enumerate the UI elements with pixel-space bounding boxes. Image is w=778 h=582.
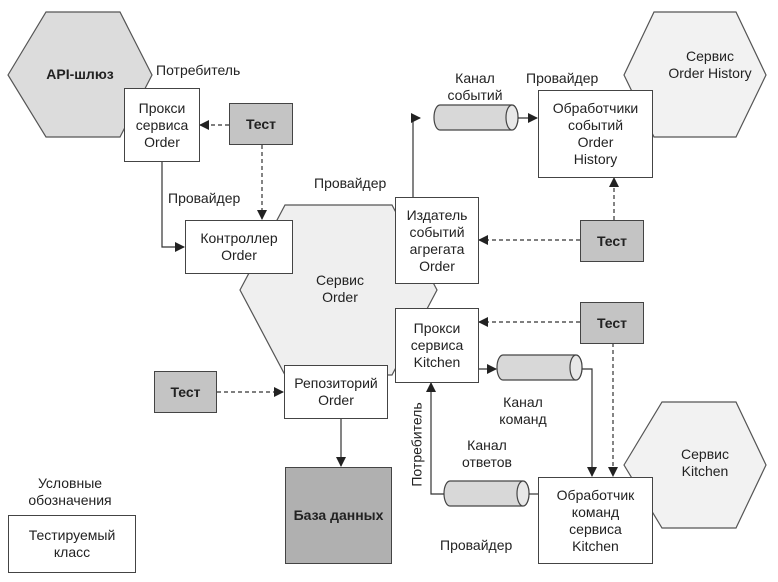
provider-label-bottom: Провайдер xyxy=(440,537,513,553)
legend-tested-class-box: Тестируемый класс xyxy=(8,515,136,573)
test-box-repository: Тест xyxy=(154,371,217,413)
consumer-label-vertical: Потребитель xyxy=(408,402,425,487)
provider-label-left: Провайдер xyxy=(168,190,241,206)
order-history-service-label: Сервис Order History xyxy=(668,48,752,81)
order-repository-box: Репозиторий Order xyxy=(284,365,388,419)
consumer-label-top: Потребитель xyxy=(156,62,241,78)
publisher-to-event-channel-arrow xyxy=(411,113,421,197)
api-gateway-label: API-шлюз xyxy=(46,66,114,82)
provider-label-history: Провайдер xyxy=(526,70,599,86)
kitchen-service-proxy-box: Прокси сервиса Kitchen xyxy=(395,308,479,383)
event-channel-cylinder xyxy=(433,104,519,131)
command-channel-to-handler-arrow xyxy=(582,368,597,477)
kitchen-service-hexagon xyxy=(623,401,767,529)
event-channel-label: Канал событий xyxy=(447,70,503,103)
order-history-service-hexagon xyxy=(623,11,767,138)
command-channel-cylinder xyxy=(496,354,583,381)
test-box-order-proxy: Тест xyxy=(229,103,293,145)
reply-channel-cylinder xyxy=(443,480,530,507)
aggregate-event-publisher-box: Издатель событий агрегата Order xyxy=(395,197,479,284)
proxy-to-controller-arrow xyxy=(161,161,185,252)
test-box-publisher: Тест xyxy=(580,220,644,262)
command-channel-label: Канал команд xyxy=(499,394,547,427)
legend-title: Условные обозначения xyxy=(28,475,112,508)
order-controller-box: Контроллер Order xyxy=(185,220,293,274)
api-gateway-hexagon xyxy=(7,11,153,138)
database-box: База данных xyxy=(285,467,392,564)
reply-channel-to-kitchen-proxy-arrow xyxy=(426,382,444,495)
order-service-proxy-box: Прокси сервиса Order xyxy=(124,88,200,162)
order-history-event-handlers-box: Обработчики событий Order History xyxy=(538,90,653,178)
provider-label-mid: Провайдер xyxy=(314,175,387,191)
kitchen-service-label: Сервис Kitchen xyxy=(681,446,729,479)
order-service-label: Сервис Order xyxy=(316,272,364,305)
test-box-kitchen: Тест xyxy=(580,302,644,344)
reply-channel-label: Канал ответов xyxy=(462,437,512,470)
kitchen-command-handler-box: Обработчик команд сервиса Kitchen xyxy=(538,477,653,564)
